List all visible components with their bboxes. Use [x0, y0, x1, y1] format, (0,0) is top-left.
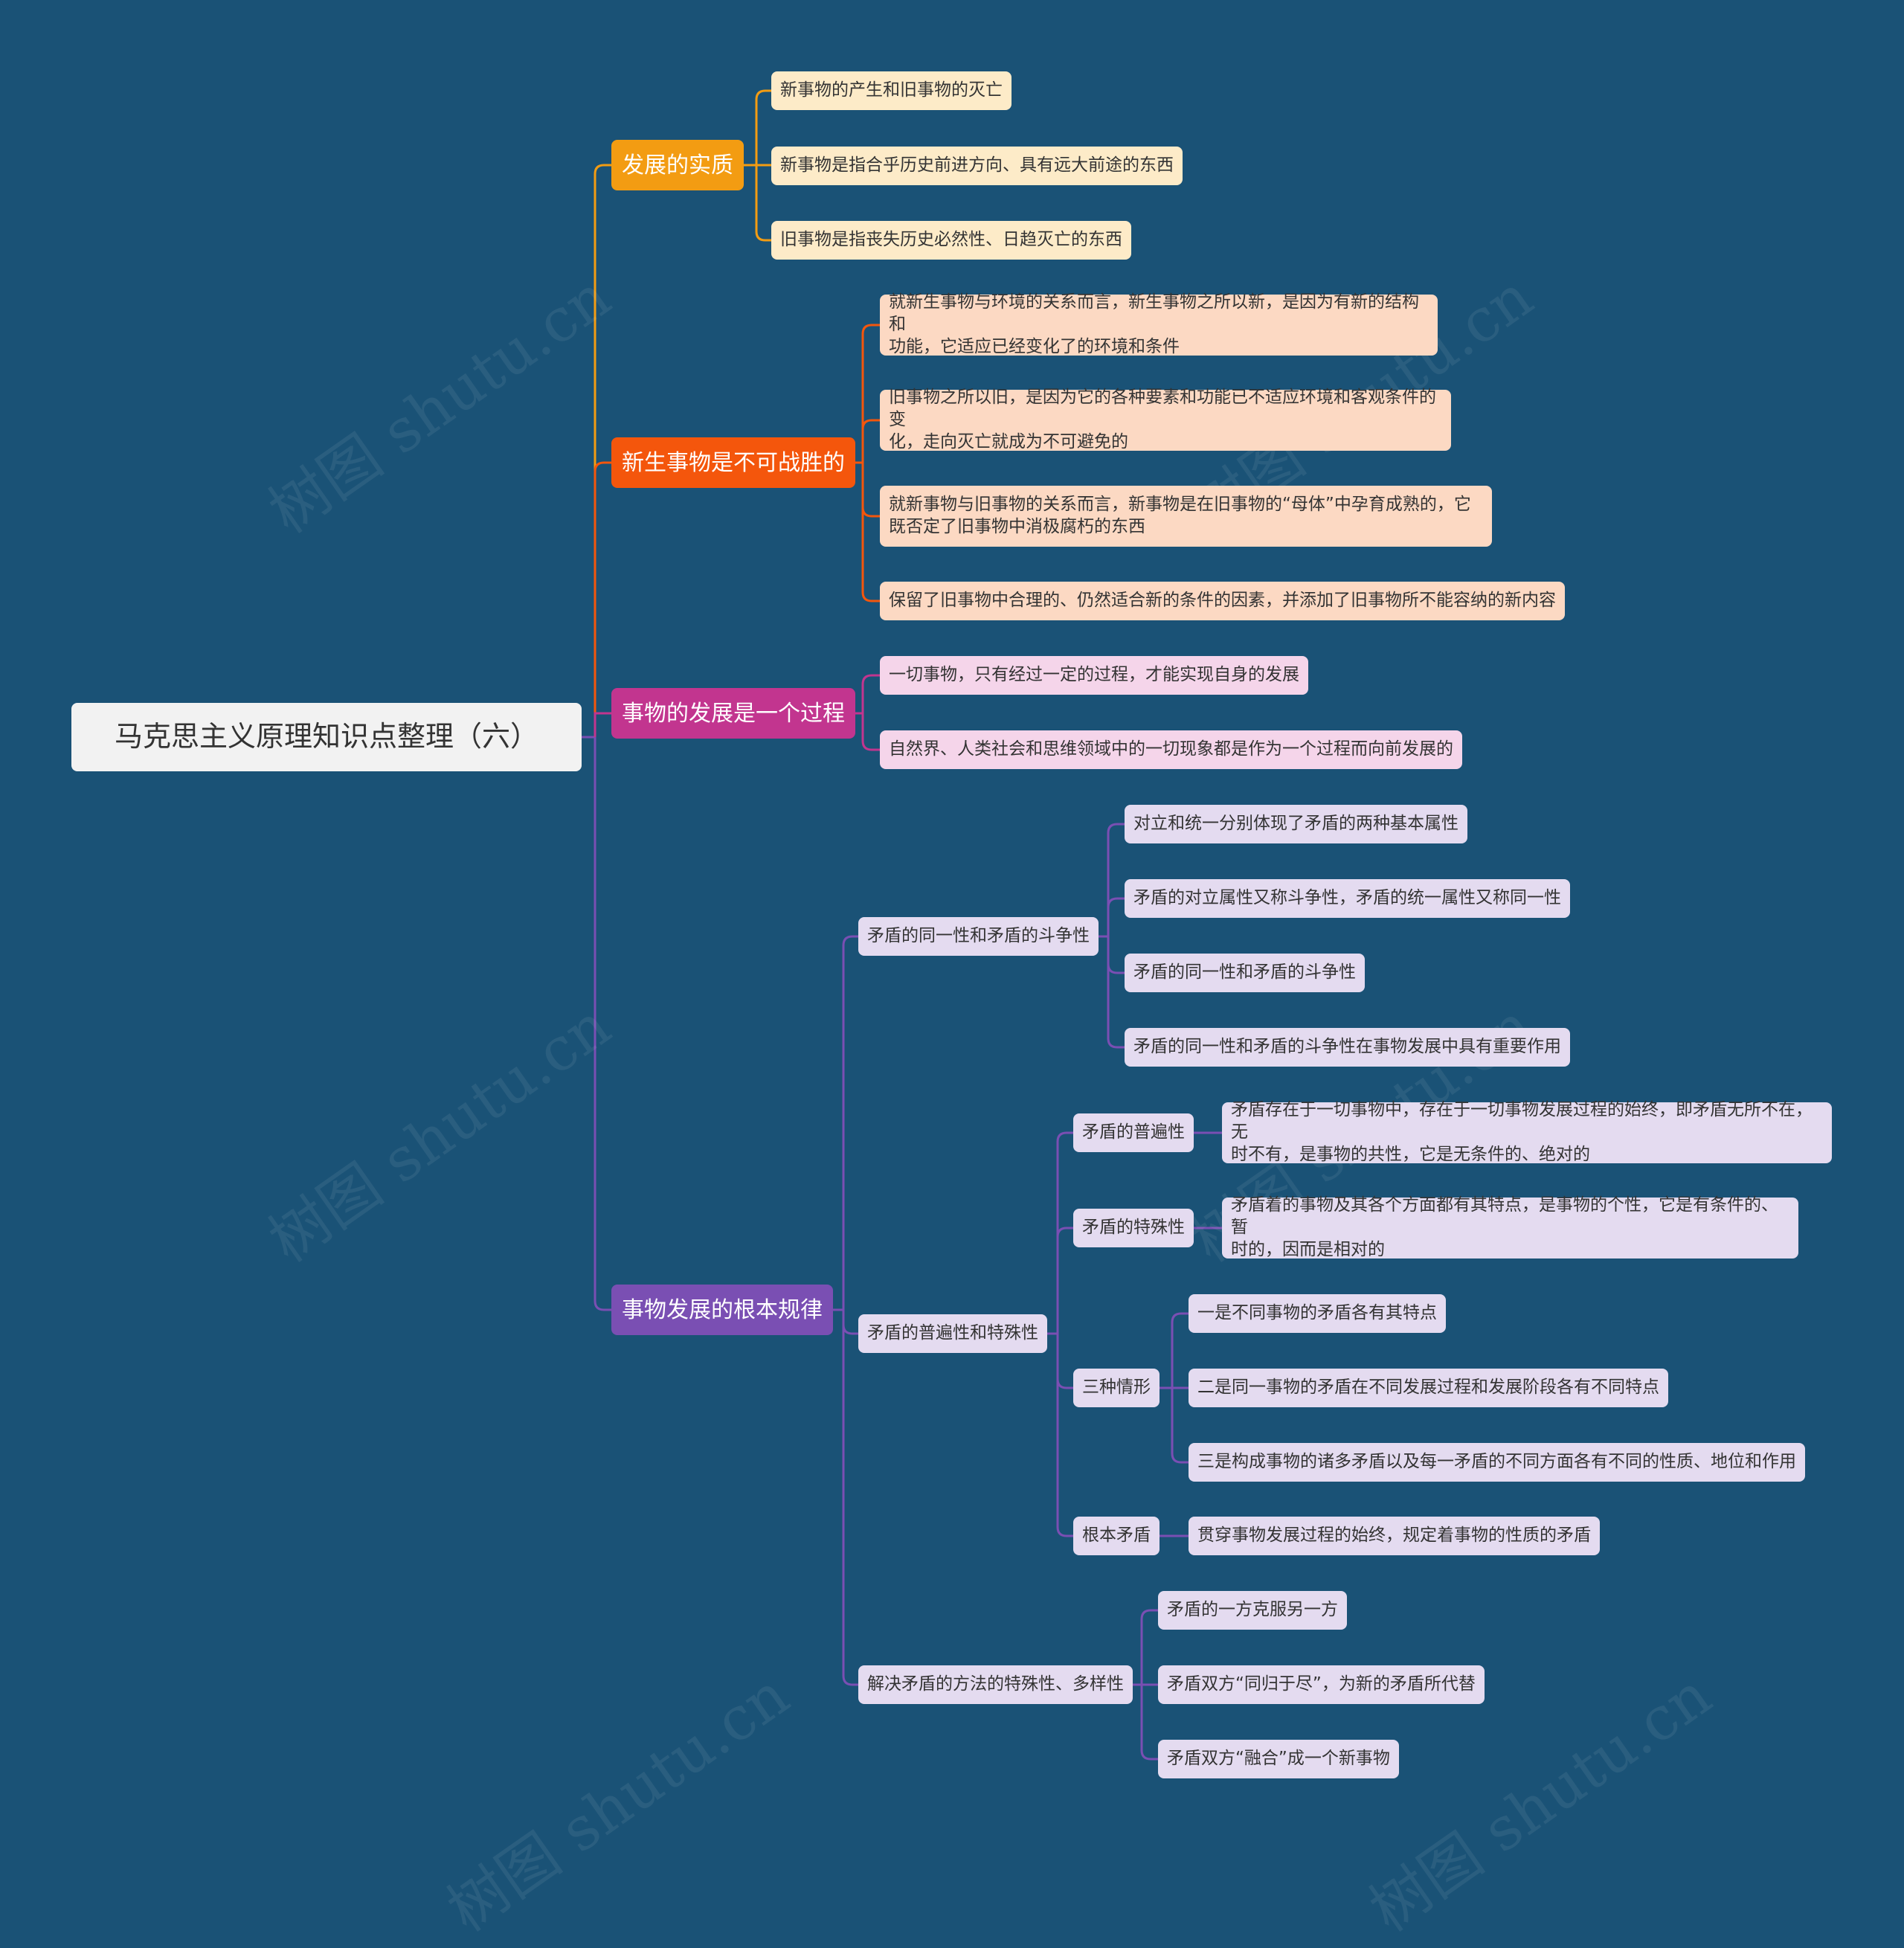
- connector-line: [861, 324, 880, 463]
- leaf-node[interactable]: 新事物的产生和旧事物的灭亡: [771, 71, 1012, 110]
- branch-new-things-invincible[interactable]: 新生事物是不可战胜的: [611, 437, 855, 488]
- sub-node-three-situations[interactable]: 三种情形: [1073, 1369, 1160, 1407]
- sub-node-particularity[interactable]: 矛盾的特殊性: [1073, 1209, 1194, 1247]
- connector-line: [842, 1310, 858, 1686]
- sub-node-methods[interactable]: 解决矛盾的方法的特殊性、多样性: [858, 1665, 1133, 1704]
- leaf-node[interactable]: 自然界、人类社会和思维领域中的一切现象都是作为一个过程而向前发展的: [880, 730, 1462, 769]
- mind-map: 树图 shutu.cn 树图 shutu.cn 树图 shutu.cn 树图 s…: [71, 71, 1832, 1945]
- leaf-node[interactable]: 对立和统一分别体现了矛盾的两种基本属性: [1125, 805, 1467, 843]
- connector-line: [842, 1310, 858, 1335]
- connector-line: [842, 935, 858, 1310]
- connector-line: [594, 737, 611, 1311]
- connector-line: [861, 419, 880, 463]
- sub-node-identity-struggle[interactable]: 矛盾的同一性和矛盾的斗争性: [858, 917, 1099, 956]
- connector-line: [755, 165, 771, 242]
- connector-line: [861, 674, 880, 713]
- connector-line: [594, 461, 611, 737]
- connector-line: [594, 712, 611, 737]
- connector-line: [861, 713, 880, 751]
- leaf-node[interactable]: 就新生事物与环境的关系而言，新生事物之所以新，是因为有新的结构和 功能，它适应已…: [880, 292, 1438, 356]
- leaf-node[interactable]: 矛盾的同一性和矛盾的斗争性在事物发展中具有重要作用: [1125, 1028, 1570, 1067]
- leaf-node[interactable]: 矛盾双方“融合”成一个新事物: [1158, 1740, 1399, 1778]
- root-node[interactable]: 马克思主义原理知识点整理（六）: [71, 703, 582, 771]
- leaf-node[interactable]: 二是同一事物的矛盾在不同发展过程和发展阶段各有不同特点: [1189, 1369, 1668, 1407]
- leaf-node[interactable]: 贯穿事物发展过程的始终，规定着事物的性质的矛盾: [1189, 1517, 1600, 1555]
- leaf-node[interactable]: 一切事物，只有经过一定的过程，才能实现自身的发展: [880, 656, 1308, 695]
- leaf-node[interactable]: 旧事物是指丧失历史必然性、日趋灭亡的东西: [771, 221, 1131, 260]
- leaf-node[interactable]: 矛盾双方“同归于尽”，为新的矛盾所代替: [1158, 1665, 1485, 1704]
- connector-line: [1107, 936, 1125, 974]
- connector-line: [1107, 823, 1125, 936]
- leaf-node[interactable]: 三是构成事物的诸多矛盾以及每一矛盾的不同方面各有不同的性质、地位和作用: [1189, 1443, 1805, 1482]
- connector-line: [1140, 1685, 1158, 1761]
- connector-line: [1171, 1312, 1189, 1388]
- leaf-node[interactable]: 矛盾的同一性和矛盾的斗争性: [1125, 954, 1365, 992]
- connector-line: [1056, 1334, 1073, 1537]
- connector-line: [861, 463, 880, 602]
- branch-fundamental-law[interactable]: 事物发展的根本规律: [611, 1285, 833, 1335]
- branch-development-essence[interactable]: 发展的实质: [611, 140, 744, 190]
- sub-node-fundamental-contradiction[interactable]: 根本矛盾: [1073, 1517, 1160, 1555]
- connector-line: [1107, 936, 1125, 1049]
- leaf-node[interactable]: 矛盾的对立属性又称斗争性，矛盾的统一属性又称同一性: [1125, 879, 1570, 918]
- connector-line: [755, 89, 771, 165]
- connector-line: [861, 463, 880, 518]
- leaf-node[interactable]: 新事物是指合乎历史前进方向、具有远大前途的东西: [771, 147, 1183, 185]
- connector-line: [1056, 1227, 1073, 1334]
- leaf-node[interactable]: 保留了旧事物中合理的、仍然适合新的条件的因素，并添加了旧事物所不能容纳的新内容: [880, 582, 1565, 620]
- leaf-node[interactable]: 矛盾存在于一切事物中，存在于一切事物发展过程的始终，即矛盾无所不在，无 时不有，…: [1222, 1100, 1832, 1164]
- leaf-node[interactable]: 矛盾着的事物及其各个方面都有其特点，是事物的个性，它是有条件的、暂 时的，因而是…: [1222, 1195, 1798, 1259]
- connector-line: [1140, 1609, 1158, 1685]
- sub-node-universality-particularity[interactable]: 矛盾的普遍性和特殊性: [858, 1314, 1047, 1353]
- leaf-node[interactable]: 矛盾的一方克服另一方: [1158, 1591, 1347, 1630]
- connector-line: [1056, 1131, 1073, 1334]
- connector-line: [1056, 1334, 1073, 1389]
- leaf-node[interactable]: 旧事物之所以旧，是因为它的各种要素和功能已不适应环境和客观条件的变 化，走向灭亡…: [880, 388, 1451, 451]
- connector-line: [1107, 897, 1125, 936]
- connector-line: [594, 164, 611, 737]
- branch-development-process[interactable]: 事物的发展是一个过程: [611, 688, 855, 739]
- leaf-node[interactable]: 就新事物与旧事物的关系而言，新事物是在旧事物的“母体”中孕育成熟的，它 既否定了…: [880, 486, 1492, 547]
- connector-line: [1171, 1388, 1189, 1464]
- leaf-node[interactable]: 一是不同事物的矛盾各有其特点: [1189, 1294, 1446, 1333]
- connector-lines: [582, 89, 1222, 1761]
- sub-node-universality[interactable]: 矛盾的普遍性: [1073, 1113, 1194, 1152]
